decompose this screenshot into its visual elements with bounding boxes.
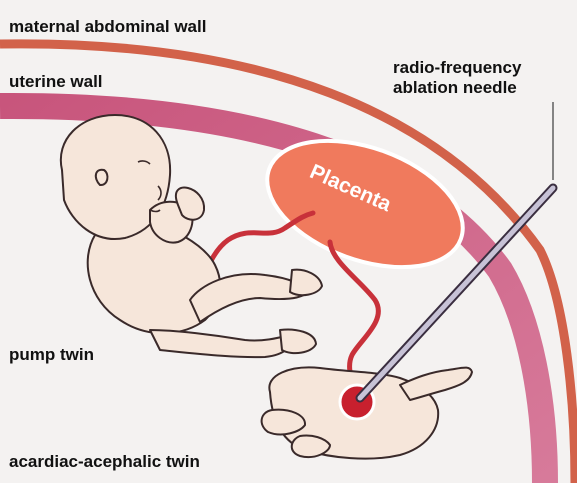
ablation-needle-label-line1: radio-frequency [393, 58, 521, 78]
ablation-needle-label: radio-frequency ablation needle [393, 58, 521, 98]
ablation-needle-label-line2: ablation needle [393, 78, 521, 98]
pump-twin-label: pump twin [9, 345, 94, 365]
acardiac-acephalic-twin-label: acardiac-acephalic twin [9, 452, 200, 472]
uterine-wall-label: uterine wall [9, 72, 103, 92]
maternal-abdominal-wall-label: maternal abdominal wall [9, 17, 206, 37]
